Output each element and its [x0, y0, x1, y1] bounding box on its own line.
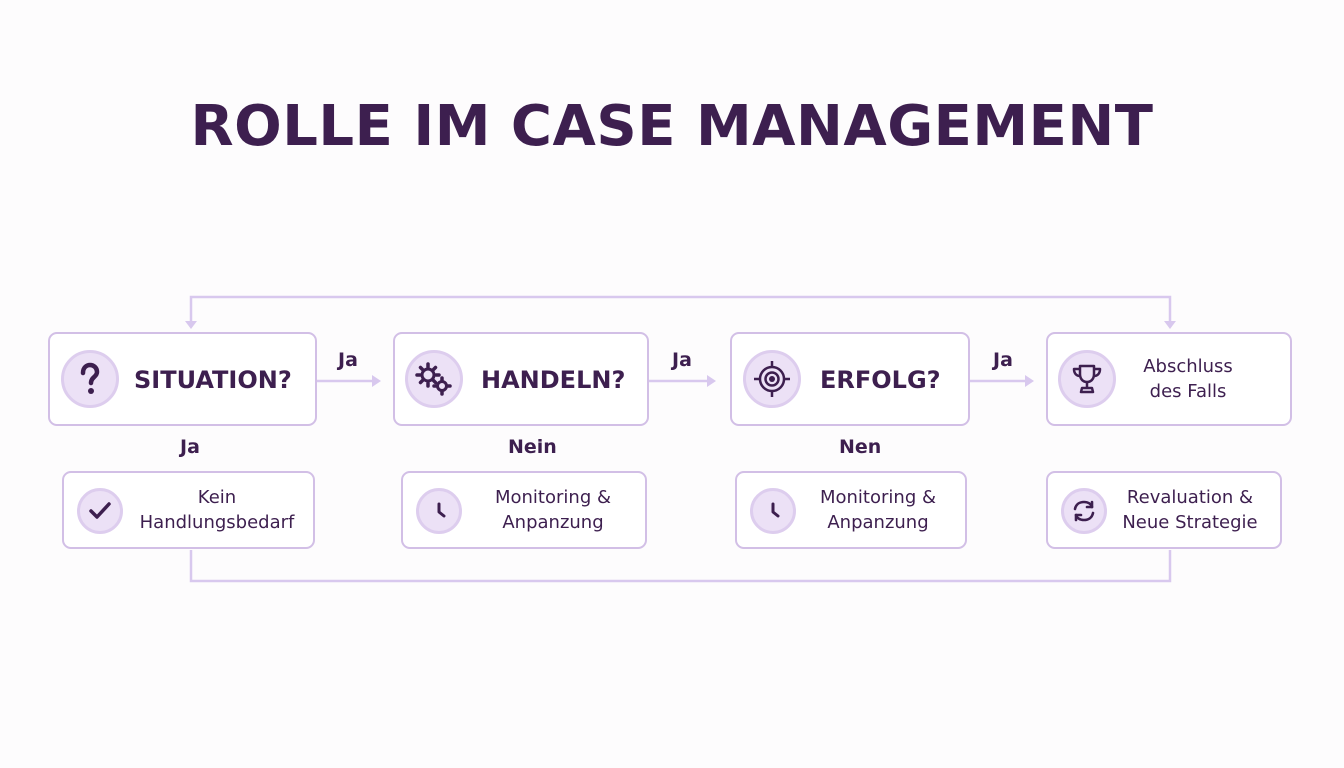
abschluss-label-line-1: Abschluss: [1143, 356, 1233, 377]
top-loop-connector: [189, 295, 1172, 324]
target-icon: [743, 350, 801, 408]
situation-label: SITUATION?: [134, 366, 292, 394]
clock-icon: [750, 488, 796, 534]
arrow-label-ja-3: Ja: [993, 349, 1013, 371]
monitoring-2-line-2: Anpanzung: [827, 512, 929, 533]
arrowhead-right-1: [372, 375, 381, 387]
refresh-icon: [1061, 488, 1107, 534]
kein-handlungsbedarf-label: Kein Handlungsbedarf: [132, 485, 302, 535]
arrowhead-down-right: [1164, 321, 1176, 329]
monitoring-1-line-1: Monitoring &: [494, 487, 611, 508]
monitoring-2-line-1: Monitoring &: [819, 487, 936, 508]
bottom-loop-connector: [189, 550, 1172, 583]
handeln-box: HANDELN?: [393, 332, 649, 426]
monitoring-1-line-2: Anpanzung: [502, 512, 604, 533]
checkmark-icon: [77, 488, 123, 534]
arrow-label-ja-1: Ja: [338, 349, 358, 371]
arrowhead-right-2: [707, 375, 716, 387]
arrowhead-right-3: [1025, 375, 1034, 387]
branch-label-1: Ja: [180, 436, 200, 458]
revaluation-label: Revaluation & Neue Strategie: [1116, 485, 1264, 535]
question-mark-icon: [61, 350, 119, 408]
gears-icon: [405, 350, 463, 408]
monitoring-label-2: Monitoring & Anpanzung: [803, 485, 953, 535]
branch-label-2: Nein: [508, 436, 557, 458]
situation-box: SITUATION?: [48, 332, 317, 426]
kein-handlungsbedarf-box: Kein Handlungsbedarf: [62, 471, 315, 549]
monitoring-box-1: Monitoring & Anpanzung: [401, 471, 647, 549]
handeln-label: HANDELN?: [481, 366, 626, 394]
kein-handlungsbedarf-line-1: Kein: [197, 487, 237, 508]
abschluss-box: Abschluss des Falls: [1046, 332, 1292, 426]
page-title: ROLLE IM CASE MANAGEMENT: [190, 94, 1154, 159]
erfolg-label: ERFOLG?: [820, 366, 941, 394]
abschluss-label: Abschluss des Falls: [1128, 354, 1248, 404]
erfolg-box: ERFOLG?: [730, 332, 970, 426]
arrowhead-down-left: [185, 321, 197, 329]
clock-icon: [416, 488, 462, 534]
revaluation-box: Revaluation & Neue Strategie: [1046, 471, 1282, 549]
monitoring-box-2: Monitoring & Anpanzung: [735, 471, 967, 549]
kein-handlungsbedarf-line-2: Handlungsbedarf: [139, 512, 295, 533]
trophy-icon: [1058, 350, 1116, 408]
branch-label-3: Nen: [839, 436, 882, 458]
revaluation-line-1: Revaluation &: [1126, 487, 1254, 508]
arrow-label-ja-2: Ja: [672, 349, 692, 371]
abschluss-label-line-2: des Falls: [1149, 381, 1227, 402]
monitoring-label-1: Monitoring & Anpanzung: [473, 485, 633, 535]
revaluation-line-2: Neue Strategie: [1122, 512, 1258, 533]
